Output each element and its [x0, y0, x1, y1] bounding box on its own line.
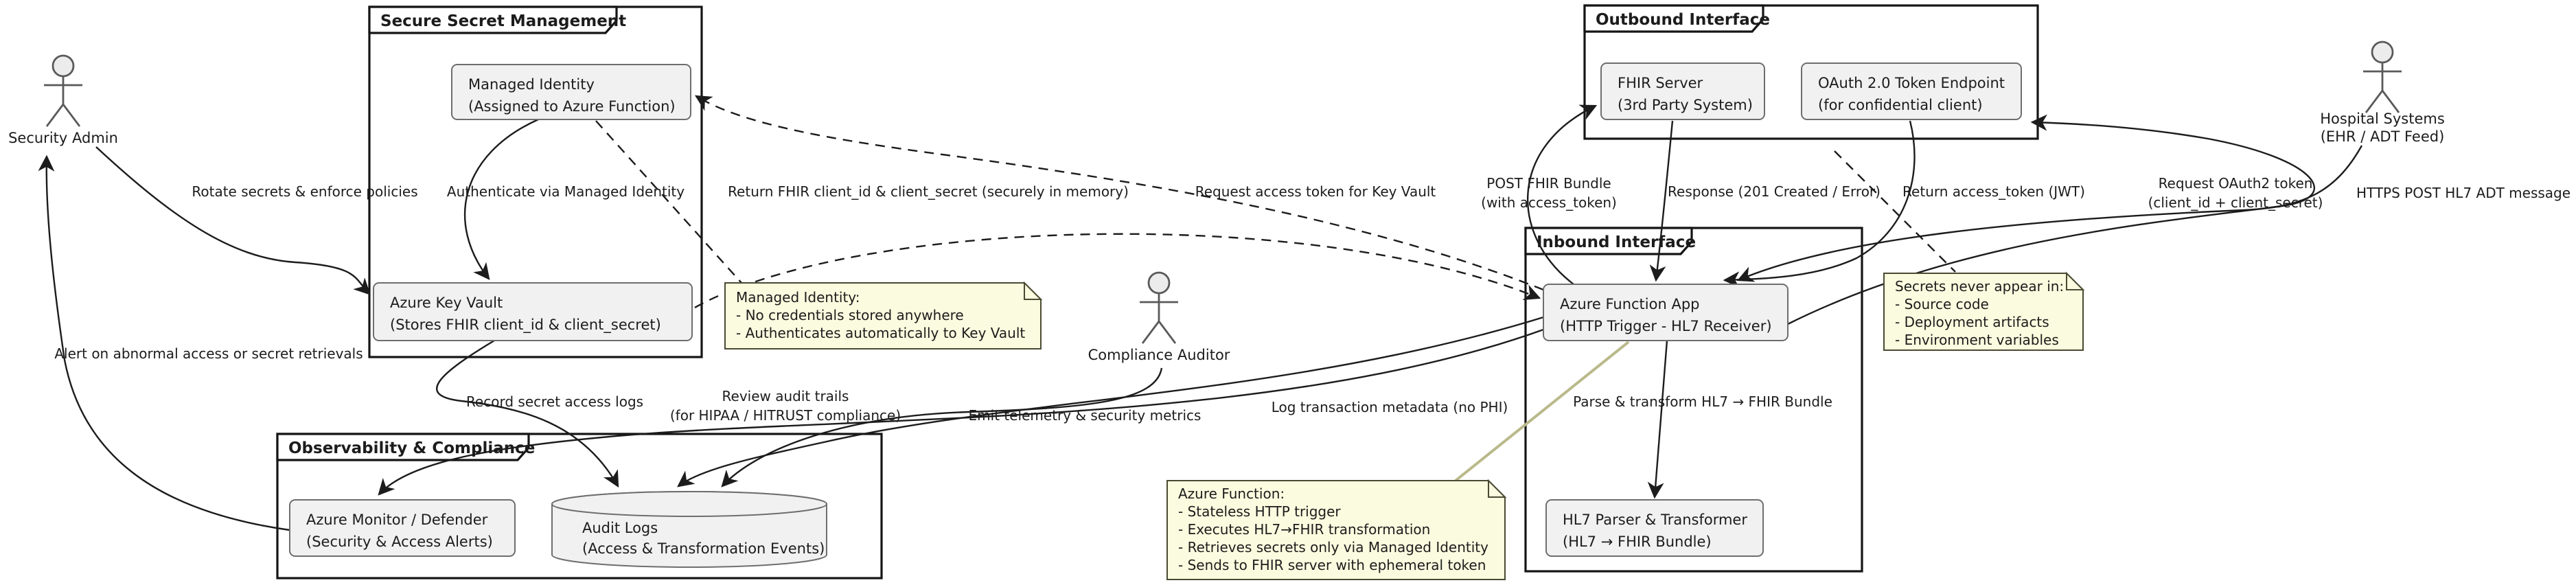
note-line: - Stateless HTTP trigger	[1178, 503, 1341, 520]
frame-title-inbound: Inbound Interface	[1537, 233, 1696, 251]
note-line: Secrets never appear in:	[1895, 278, 2064, 295]
edge-label-post-bundle-1: POST FHIR Bundle	[1486, 175, 1611, 192]
actor-sublabel: (EHR / ADT Feed)	[2321, 128, 2445, 145]
note-line: - Environment variables	[1895, 332, 2059, 348]
edge-return-secrets	[694, 233, 1541, 309]
edge-label-log-metadata: Log transaction metadata (no PHI)	[1272, 399, 1508, 415]
node-label: Azure Key Vault	[390, 295, 503, 311]
edge-https-post	[1736, 145, 2363, 282]
edge-label-return-jwt: Return access_token (JWT)	[1902, 183, 2085, 200]
note-link-managed-identity	[595, 120, 742, 284]
edge-label-record: Record secret access logs	[466, 393, 643, 410]
edge-label-response: Response (201 Created / Error)	[1668, 183, 1881, 200]
node-sublabel: (for confidential client)	[1818, 97, 1983, 113]
actor-body-icon	[44, 76, 82, 127]
node-label: HL7 Parser & Transformer	[1563, 512, 1747, 528]
edge-label-emit: Emit telemetry & security metrics	[969, 407, 1201, 424]
node-hl7-parser: HL7 Parser & Transformer (HL7 → FHIR Bun…	[1545, 499, 1764, 557]
note-link-azure-function	[1454, 341, 1630, 482]
edge-label-request-kv: Request access token for Key Vault	[1195, 183, 1436, 200]
edge-post-fhir-bundle	[1527, 104, 1598, 285]
edge-label-post-bundle-2: (with access_token)	[1481, 194, 1617, 211]
node-sublabel: (HL7 → FHIR Bundle)	[1563, 534, 1712, 550]
edge-request-kv-token	[694, 95, 1544, 291]
edge-label-request-oauth-2: (client_id + client_secret)	[2148, 194, 2323, 211]
edge-label-alert: Alert on abnormal access or secret retri…	[54, 345, 363, 362]
node-label: Managed Identity	[468, 76, 595, 93]
edge-label-https-post: HTTPS POST HL7 ADT message	[2356, 185, 2571, 201]
note-line: - Sends to FHIR server with ephemeral to…	[1178, 557, 1486, 573]
actor-body-icon	[1140, 293, 1178, 344]
edge-parse-transform	[1647, 340, 1668, 499]
note-line: - Deployment artifacts	[1895, 314, 2049, 330]
node-azure-key-vault: Azure Key Vault (Stores FHIR client_id &…	[373, 282, 693, 341]
actor-icon	[2371, 41, 2394, 64]
note-managed-identity: Managed Identity: - No credentials store…	[724, 281, 1043, 349]
note-line: Azure Function:	[1178, 485, 1285, 502]
node-sublabel: (3rd Party System)	[1618, 97, 1753, 113]
node-azure-monitor: Azure Monitor / Defender (Security & Acc…	[289, 499, 516, 557]
note-fold-icon	[2066, 271, 2085, 290]
node-label: Audit Logs	[582, 520, 658, 536]
edge-emit-telemetry	[378, 328, 1544, 496]
node-sublabel: (Stores FHIR client_id & client_secret)	[390, 317, 661, 334]
note-fold-icon	[1024, 281, 1043, 300]
actor-label: Compliance Auditor	[1088, 347, 1230, 363]
edge-record-logs	[436, 339, 619, 488]
actor-label: Security Admin	[8, 130, 118, 146]
frame-title-observability: Observability & Compliance	[288, 439, 535, 457]
note-line: - Authenticates automatically to Key Vau…	[736, 325, 1025, 341]
frame-secure-secret-management: Secure Secret Management	[368, 5, 703, 358]
edge-label-request-oauth-1: Request OAuth2 token	[2159, 175, 2313, 192]
actor-label: Hospital Systems	[2320, 111, 2445, 127]
node-label: OAuth 2.0 Token Endpoint	[1818, 75, 2005, 91]
frame-outbound-interface: Outbound Interface	[1583, 4, 2039, 140]
edge-rotate-secrets	[95, 146, 371, 295]
edge-label-return-secrets: Return FHIR client_id & client_secret (s…	[728, 183, 1129, 200]
edge-label-review-1: Review audit trails	[722, 388, 849, 404]
edge-alert-admin	[38, 154, 290, 531]
node-label: FHIR Server	[1618, 75, 1703, 91]
node-managed-identity: Managed Identity (Assigned to Azure Func…	[451, 64, 691, 120]
node-fhir-server: FHIR Server (3rd Party System)	[1600, 62, 1765, 120]
node-sublabel: (Security & Access Alerts)	[306, 534, 493, 550]
note-line: - Source code	[1895, 296, 1989, 312]
node-sublabel: (Assigned to Azure Function)	[468, 98, 676, 115]
node-label: Azure Function App	[1560, 296, 1700, 312]
note-link-secrets	[1834, 150, 1956, 273]
actor-icon	[51, 54, 75, 78]
node-audit-logs-database: Audit Logs (Access & Transformation Even…	[551, 491, 827, 568]
edge-label-authenticate: Authenticate via Managed Identity	[447, 183, 685, 200]
note-fold-icon	[1488, 479, 1507, 498]
edge-review-audit	[721, 367, 1163, 488]
edge-label-review-2: (for HIPAA / HITRUST compliance)	[670, 407, 901, 424]
actor-body-icon	[2363, 62, 2402, 113]
node-oauth-endpoint: OAuth 2.0 Token Endpoint (for confidenti…	[1801, 62, 2022, 120]
actor-hospital-systems: Hospital Systems (EHR / ADT Feed)	[2320, 41, 2445, 145]
node-sublabel: (Access & Transformation Events)	[582, 540, 825, 557]
note-azure-function: Azure Function: - Stateless HTTP trigger…	[1166, 479, 1507, 580]
note-line: Managed Identity:	[736, 289, 860, 306]
node-sublabel: (HTTP Trigger - HL7 Receiver)	[1560, 318, 1772, 334]
actor-icon	[1147, 271, 1171, 295]
note-line: - Executes HL7→FHIR transformation	[1178, 521, 1430, 538]
edge-label-rotate: Rotate secrets & enforce policies	[192, 183, 417, 200]
note-line: - Retrieves secrets only via Managed Ide…	[1178, 539, 1488, 555]
edge-return-jwt	[1723, 120, 1916, 288]
node-label: Azure Monitor / Defender	[306, 512, 488, 528]
actor-compliance-auditor: Compliance Auditor	[1088, 271, 1230, 363]
frame-title-secret: Secure Secret Management	[380, 12, 626, 30]
note-line: - No credentials stored anywhere	[736, 307, 964, 323]
frame-inbound-interface: Inbound Interface	[1524, 227, 1863, 573]
node-azure-function-app: Azure Function App (HTTP Trigger - HL7 R…	[1543, 284, 1789, 341]
edge-log-metadata	[677, 316, 1544, 488]
frame-title-outbound: Outbound Interface	[1596, 11, 1770, 29]
frame-observability-compliance: Observability & Compliance	[276, 433, 883, 580]
edge-response	[1649, 120, 1674, 282]
actor-security-admin: Security Admin	[8, 54, 118, 146]
edge-label-parse: Parse & transform HL7 → FHIR Bundle	[1573, 393, 1832, 410]
note-secrets-never-appear: Secrets never appear in: - Source code -…	[1883, 271, 2085, 351]
edge-authenticate	[463, 118, 539, 280]
